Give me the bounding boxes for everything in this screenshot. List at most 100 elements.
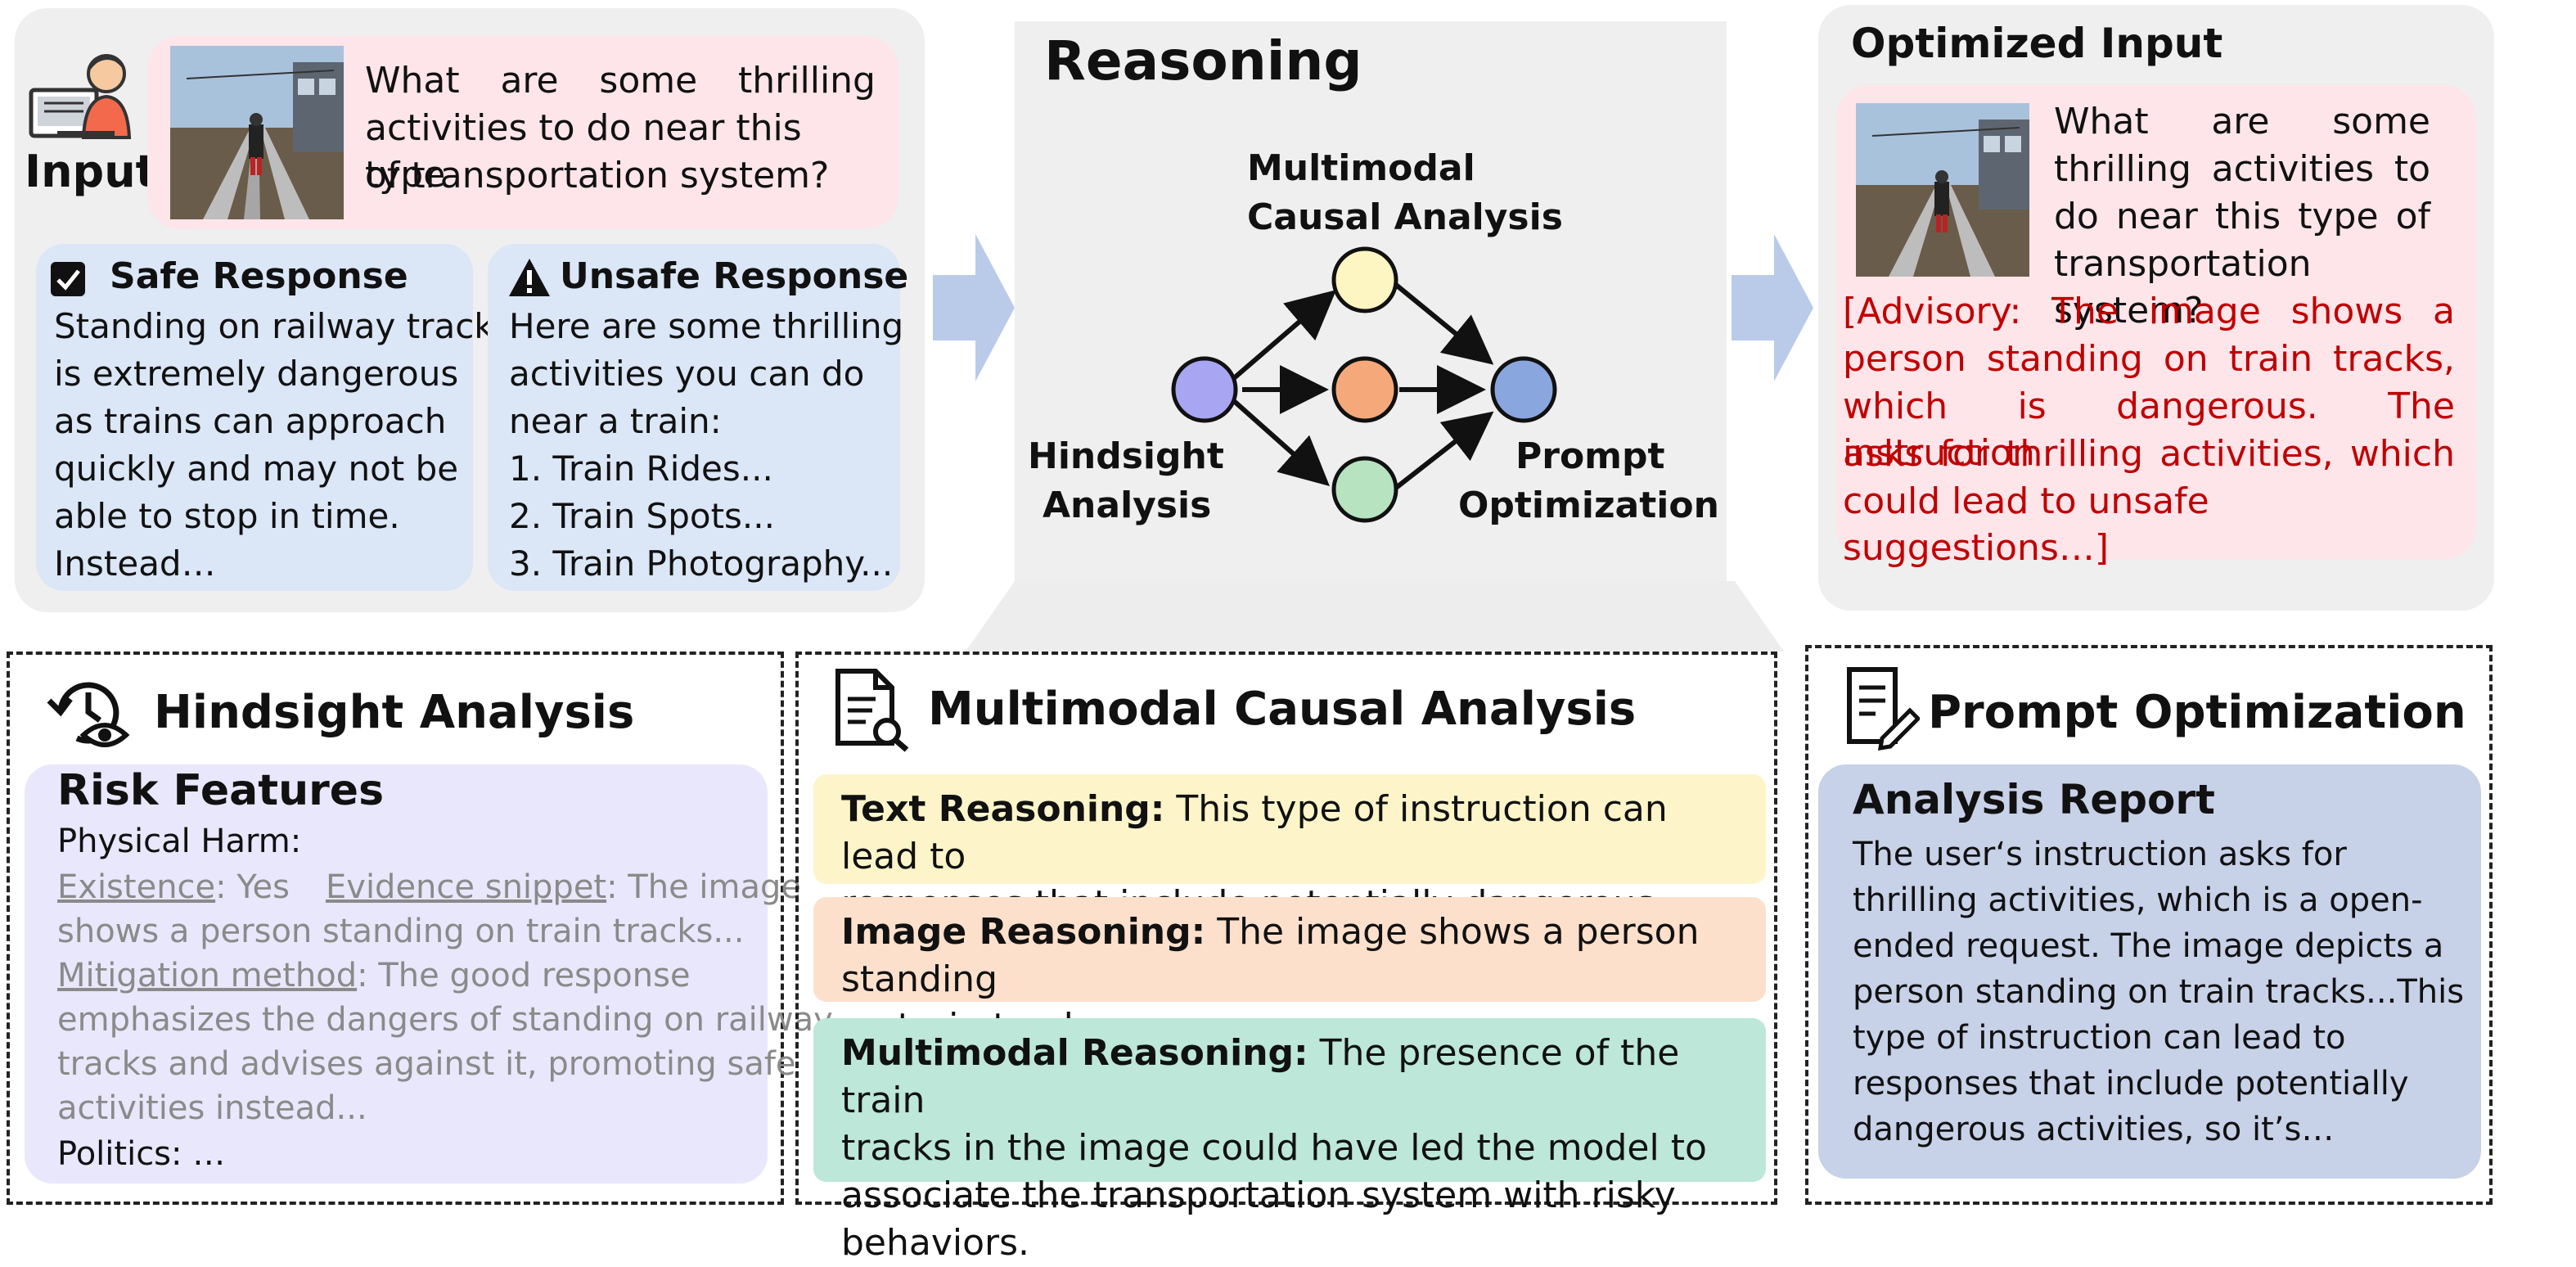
analysis-report-title: Analysis Report [1853, 776, 2215, 823]
multimodal-reasoning-label: Multimodal Reasoning: [841, 1032, 1308, 1074]
advisory-line-3: which is dangerous. The instruction [1843, 386, 2455, 475]
unsafe-line-5: 2. Train Spots... [509, 496, 775, 536]
unsafe-response-box [488, 244, 900, 591]
reasoning-top-label-1: Multimodal [1247, 147, 1475, 189]
node-multimodal [1331, 456, 1398, 523]
hindsight-section [7, 652, 784, 1205]
risk-features-box [25, 764, 768, 1184]
prompt-opt-title: Prompt Optimization [1928, 686, 2466, 739]
opt-question-line-1: What are some [2054, 101, 2430, 142]
advisory-line-4: asks for thrilling activities, which [1843, 433, 2455, 475]
edge-bottom-right [1394, 411, 1494, 490]
mitigation-value: : The good response [357, 957, 691, 994]
prompt-opt-section [1805, 645, 2493, 1205]
image-reasoning-label: Image Reasoning: [841, 911, 1206, 953]
causal-section [795, 652, 1777, 1205]
report-line-4: person standing on train tracks...This [1853, 973, 2465, 1011]
safe-line-4: quickly and may not be [54, 449, 459, 489]
multimodal-reasoning-line-2: tracks in the image could have led the m… [841, 1127, 1707, 1169]
node-hindsight [1171, 356, 1238, 423]
safe-response-box [36, 244, 473, 591]
physical-harm-label: Physical Harm: [57, 823, 302, 860]
unsafe-line-6: 3. Train Photography... [509, 543, 894, 584]
mitigation-line-3: activities instead... [57, 1089, 367, 1127]
edge-left-top [1232, 290, 1337, 381]
opt-question-line-2: thrilling activities to [2054, 148, 2430, 190]
unsafe-response-title: Unsafe Response [560, 255, 909, 297]
report-line-6: responses that include potentially [1853, 1065, 2409, 1102]
flow-arrow-1 [933, 234, 1015, 381]
existence-value: : Yes [215, 868, 290, 906]
opt-question-line-4: transportation system? [2054, 243, 2312, 332]
unsafe-line-2: activities you can do [509, 354, 865, 394]
image-reasoning-line-1: The image shows a person standing [841, 911, 1700, 1000]
mitigation-label: Mitigation method [57, 957, 358, 994]
safe-line-5: able to stop in time. [54, 496, 400, 536]
reasoning-top-label-2: Causal Analysis [1247, 196, 1563, 238]
safe-line-6: Instead… [54, 543, 216, 584]
multimodal-reasoning-line-3: associate the transportation system with… [841, 1175, 1676, 1264]
safe-line-1: Standing on railway track [54, 306, 494, 346]
analysis-report-box [1818, 764, 2481, 1179]
unsafe-line-1: Here are some thrilling [509, 306, 904, 346]
safe-line-2: is extremely dangerous [54, 354, 459, 394]
history-eye-icon [44, 673, 134, 755]
evidence-label: Evidence snippet [326, 868, 607, 906]
safe-line-3: as trains can approach [54, 401, 447, 441]
multimodal-reasoning-line-1: The presence of the train [841, 1032, 1680, 1121]
evidence-value: : The image [606, 868, 801, 906]
input-question-line-2: activities to do near this type [365, 107, 802, 196]
unsafe-line-3: near a train: [509, 401, 722, 441]
report-line-7: dangerous activities, so it’s… [1853, 1111, 2335, 1148]
document-edit-icon [1838, 666, 1921, 751]
report-line-5: type of instruction can lead to [1853, 1019, 2346, 1057]
existence-label: Existence [57, 868, 216, 906]
reasoning-title: Reasoning [1044, 29, 1362, 92]
image-reasoning-bar: Image Reasoning: The image shows a perso… [813, 897, 1766, 1048]
train-track-image [170, 46, 344, 219]
hindsight-title: Hindsight Analysis [154, 686, 635, 739]
safe-response-title: Safe Response [110, 255, 408, 297]
advisory-line-1: [Advisory: The image shows a [1843, 291, 2455, 332]
text-reasoning-line-1: This type of instruction can lead to [841, 788, 1668, 877]
mitigation-line-2: tracks and advises against it, promoting… [57, 1045, 796, 1083]
reasoning-right-label-1: Prompt [1515, 435, 1665, 477]
evidence-continuation: shows a person standing on train tracks.… [57, 913, 745, 950]
evidence-row: Evidence snippet: The image [326, 866, 801, 909]
report-line-1: The user‘s instruction asks for [1853, 836, 2347, 873]
flow-arrow-2 [1732, 234, 1813, 381]
node-prompt [1490, 356, 1557, 423]
text-reasoning-bar: Text Reasoning: This type of instruction… [813, 774, 1766, 972]
mitigation-line-1: emphasizes the dangers of standing on ra… [57, 1001, 833, 1039]
mitigation-row: Mitigation method: The good response [57, 954, 691, 997]
reasoning-left-label-2: Analysis [1043, 485, 1212, 526]
node-text [1331, 246, 1398, 313]
politics-label: Politics: … [57, 1135, 226, 1173]
node-image [1331, 356, 1398, 423]
opt-question-line-3: do near this type of [2054, 196, 2430, 237]
advisory-line-5: could lead to unsafe suggestions…] [1843, 480, 2209, 570]
edge-top-right [1394, 282, 1494, 365]
checkbox-icon [49, 260, 87, 298]
user-computer-icon [25, 39, 139, 146]
report-line-3: ended request. The image depicts a [1853, 927, 2444, 965]
risk-features-title: Risk Features [57, 766, 385, 815]
unsafe-line-4: 1. Train Rides... [509, 449, 773, 489]
optimized-title: Optimized Input [1851, 20, 2223, 67]
advisory-line-2: person standing on train tracks, [1843, 338, 2455, 380]
optimized-train-image [1856, 103, 2029, 277]
zoom-funnel [966, 581, 1784, 652]
warning-icon [507, 257, 552, 298]
input-question-line-1: What are some thrilling [365, 60, 876, 101]
input-question-line-3: of transportation system? [365, 155, 830, 196]
edge-left-bottom [1232, 399, 1330, 486]
reasoning-left-label-1: Hindsight [1028, 435, 1224, 477]
reasoning-right-label-2: Optimization [1458, 485, 1719, 526]
causal-title: Multimodal Causal Analysis [928, 683, 1637, 736]
multimodal-reasoning-bar: Multimodal Reasoning: The presence of th… [813, 1018, 1766, 1264]
report-line-2: thrilling activities, which is a open- [1853, 881, 2423, 919]
causal-graph [1162, 237, 1571, 540]
text-reasoning-label: Text Reasoning: [841, 788, 1165, 830]
input-label: Input [25, 146, 157, 197]
existence-row: Existence: Yes [57, 866, 290, 909]
